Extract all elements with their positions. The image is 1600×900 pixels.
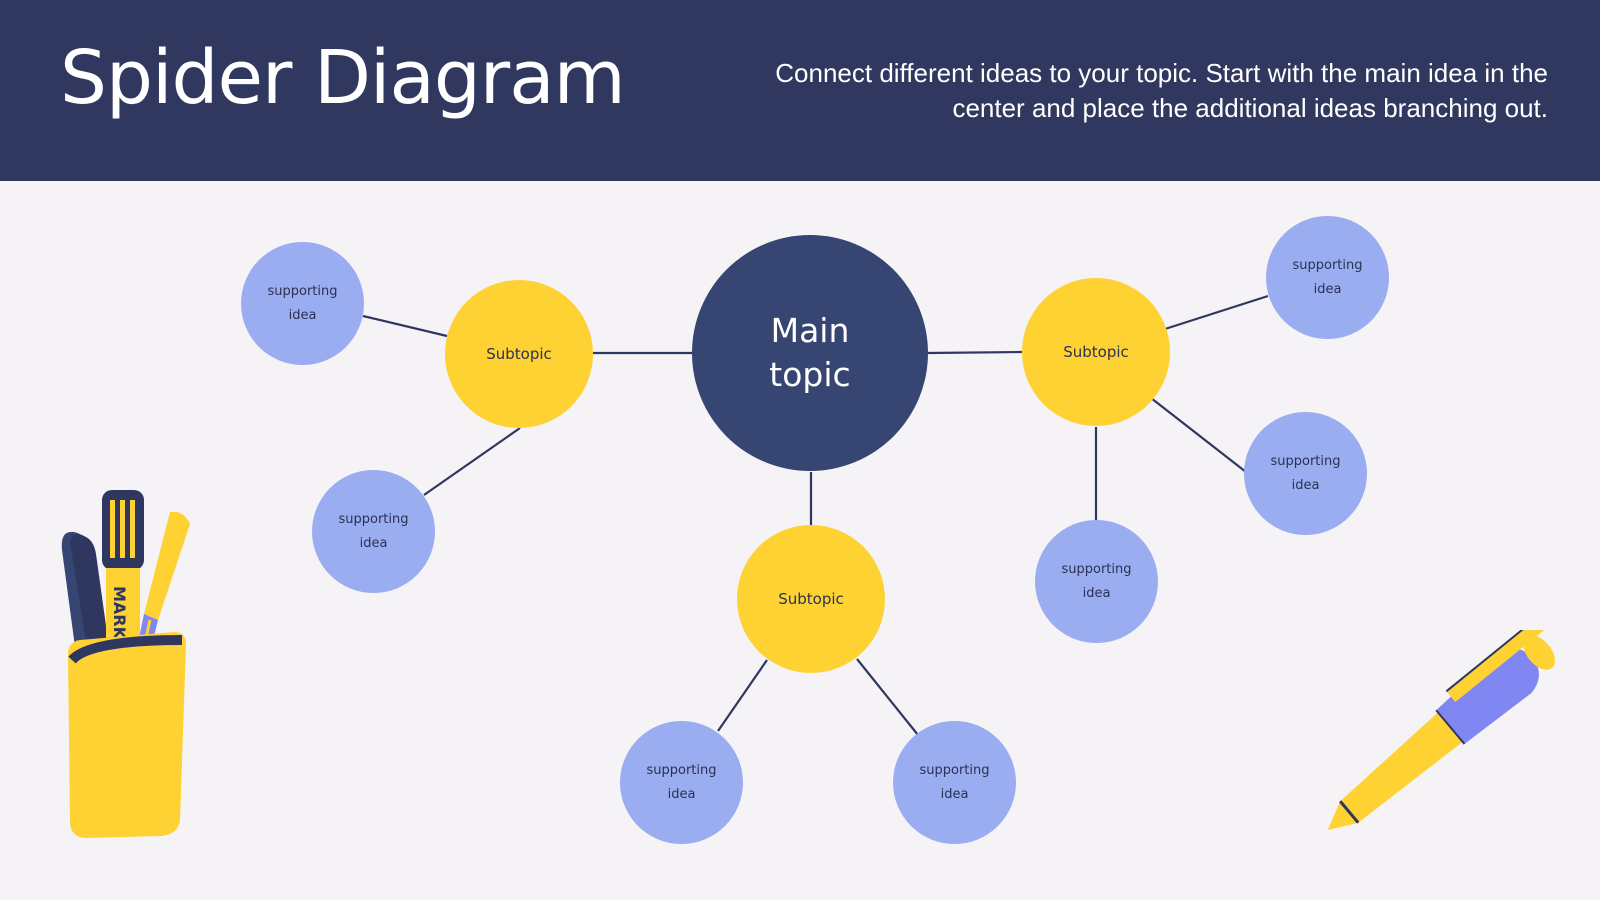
supporting-idea-node: supporting idea: [312, 470, 435, 593]
supporting-idea-node: supporting idea: [893, 721, 1016, 844]
main-topic-label: Main topic: [769, 311, 851, 394]
supporting-idea-node: supporting idea: [1244, 412, 1367, 535]
connector-main-right: [926, 350, 1023, 355]
connector-right-middle: [1150, 397, 1247, 473]
supporting-idea-node: supporting idea: [620, 721, 743, 844]
connector-left-top: [362, 314, 448, 338]
supporting-idea-label: supporting idea: [919, 762, 990, 802]
supporting-idea-label: supporting idea: [1061, 561, 1132, 601]
page-title: Spider Diagram: [60, 35, 626, 121]
pen-cup-illustration: MARK: [61, 490, 190, 838]
subtopic-node-bottom: Subtopic: [737, 525, 885, 673]
subtopic-label: Subtopic: [778, 590, 844, 608]
subtopic-label: Subtopic: [1063, 343, 1129, 361]
connector-bottom-left: [717, 659, 768, 732]
supporting-idea-node: supporting idea: [1035, 520, 1158, 643]
header-banner: Spider Diagram Connect different ideas t…: [0, 0, 1600, 181]
subtopic-node-left: Subtopic: [445, 280, 593, 428]
supporting-idea-label: supporting idea: [267, 283, 338, 323]
supporting-idea-label: supporting idea: [1270, 453, 1341, 493]
pen-illustration: [1327, 630, 1555, 830]
marker-label: MARK: [110, 586, 129, 640]
connector-right-top: [1164, 294, 1269, 331]
subtopic-node-right: Subtopic: [1022, 278, 1170, 426]
subtopic-label: Subtopic: [486, 345, 552, 363]
connector-left-bottom: [423, 427, 521, 496]
page-description: Connect different ideas to your topic. S…: [775, 58, 1548, 123]
supporting-idea-node: supporting idea: [241, 242, 364, 365]
supporting-idea-label: supporting idea: [646, 762, 717, 802]
main-topic-node: Main topic: [692, 235, 928, 471]
supporting-idea-label: supporting idea: [338, 511, 409, 551]
supporting-idea-node: supporting idea: [1266, 216, 1389, 339]
connector-bottom-right: [856, 658, 919, 736]
cup-icon: [68, 632, 186, 838]
supporting-idea-label: supporting idea: [1292, 257, 1363, 297]
